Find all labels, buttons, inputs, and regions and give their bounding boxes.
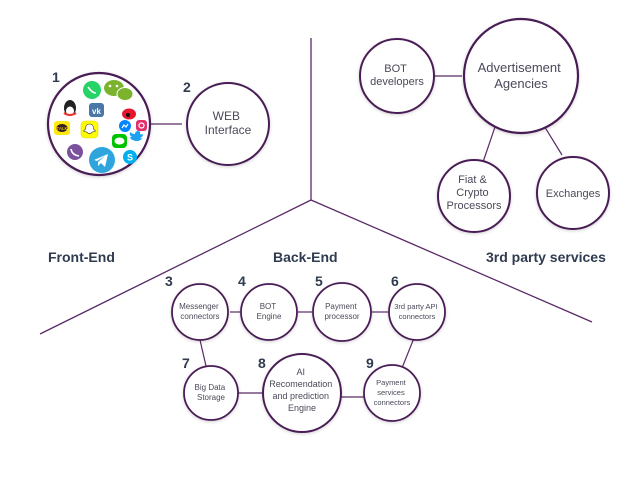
weibo-icon <box>122 108 136 120</box>
front-end-title: Front-End <box>48 249 115 265</box>
connector-api-payservices <box>401 337 415 369</box>
snapchat-icon <box>80 120 99 139</box>
third-party-section: BOT developers Advertisement Agencies Fi… <box>359 17 610 265</box>
payment-processor-node <box>312 282 372 342</box>
node-number-3: 3 <box>165 273 173 289</box>
third-party-api-connectors-label: 3rd party API connectors <box>394 302 439 321</box>
messenger-connectors-label: Messenger connectors <box>179 302 221 321</box>
wechat-icon <box>104 80 134 101</box>
messenger-icon <box>119 120 131 132</box>
divider-right-diagonal <box>310 199 593 323</box>
divider-left-diagonal <box>39 199 312 335</box>
whatsapp-icon <box>83 81 101 99</box>
kakaotalk-icon: TALK <box>54 121 70 135</box>
fiat-crypto-processors-label: Fiat & Crypto Processors <box>446 174 502 212</box>
node-number-2: 2 <box>183 79 191 95</box>
twitter-icon <box>129 131 143 142</box>
back-end-title: Back-End <box>273 249 338 265</box>
viber-icon <box>67 144 83 160</box>
svg-text:S: S <box>127 153 133 163</box>
ai-engine-node <box>262 353 342 433</box>
ai-engine-label: AI Recomendation and prediction Engine <box>269 367 335 413</box>
node-number-4: 4 <box>238 273 246 289</box>
vk-icon: vk <box>89 103 104 117</box>
skype-icon: S <box>123 150 137 164</box>
bot-developers-label: BOT developers <box>370 63 424 88</box>
svg-text:TALK: TALK <box>57 126 68 131</box>
qq-icon <box>63 100 77 116</box>
node-number-7: 7 <box>182 355 190 371</box>
payment-processor-label: Payment processor <box>324 302 359 321</box>
payment-services-connectors-label: Payment services connectors <box>374 378 411 407</box>
messenger-app-icons: vk TALK <box>54 80 147 173</box>
line-icon <box>112 134 127 148</box>
exchanges-label: Exchanges <box>546 188 601 200</box>
big-data-storage-node <box>183 365 239 421</box>
instagram-icon <box>136 120 147 131</box>
node-number-1: 1 <box>52 69 60 85</box>
node-number-5: 5 <box>315 273 323 289</box>
node-number-9: 9 <box>366 355 374 371</box>
section-dividers <box>39 38 593 335</box>
node-number-6: 6 <box>391 273 399 289</box>
back-end-section: Back-End Messenger connectors 3 BOT Engi… <box>165 249 446 433</box>
bot-engine-label: BOT Engine <box>257 302 282 321</box>
advertisement-agencies-label: Advertisement Agencies <box>478 60 565 91</box>
messenger-connectors-node <box>171 283 229 341</box>
third-party-api-connectors-node <box>388 283 446 341</box>
advertisement-agencies-node <box>462 17 580 135</box>
front-end-section: vk TALK <box>46 69 270 265</box>
exchanges-node <box>536 156 610 230</box>
big-data-storage-label: Big Data Storage <box>195 383 228 402</box>
third-party-title: 3rd party services <box>486 249 606 265</box>
telegram-icon <box>89 147 115 173</box>
bot-engine-node <box>240 283 298 341</box>
node-number-8: 8 <box>258 355 266 371</box>
web-interface-node <box>186 82 270 166</box>
web-interface-label: WEB Interface <box>205 109 252 137</box>
svg-text:vk: vk <box>92 107 101 116</box>
fiat-crypto-processors-node <box>437 159 511 233</box>
bot-developers-node <box>359 38 435 114</box>
connector-messenger-bigdata <box>199 339 207 367</box>
payment-services-connectors-node <box>363 364 421 422</box>
